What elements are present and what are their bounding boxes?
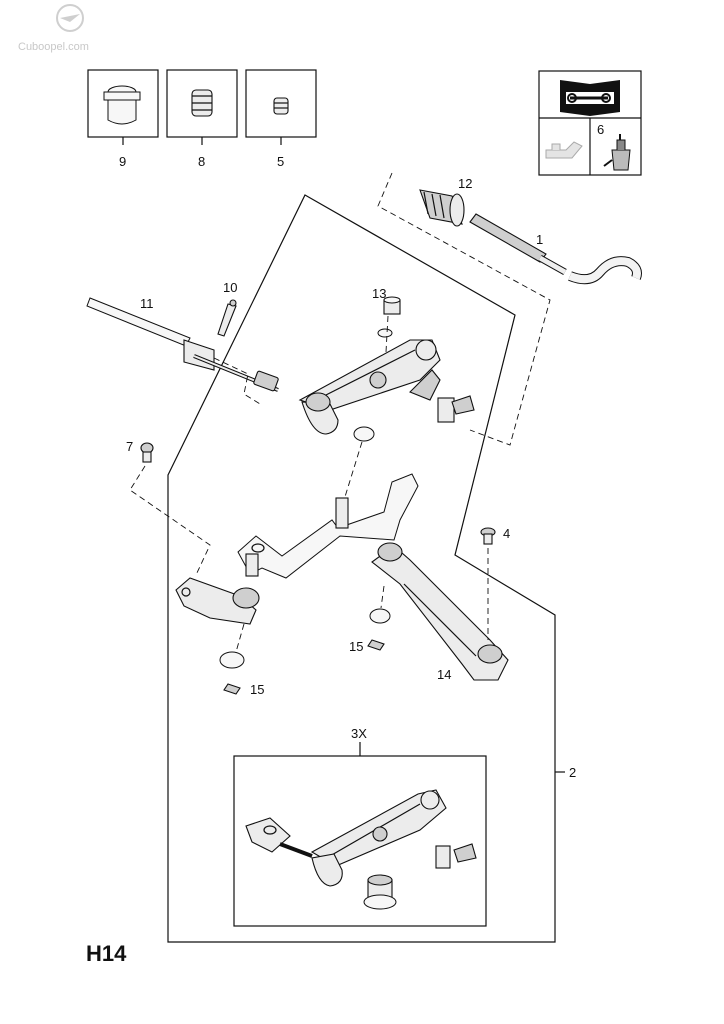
- watermark-text: Cuboopel.com: [18, 41, 89, 53]
- bushing-left[interactable]: [219, 651, 245, 669]
- part-box-8[interactable]: [166, 69, 238, 145]
- mounting-bracket[interactable]: [237, 473, 419, 579]
- callout-7: 7: [126, 439, 133, 454]
- callout-2: 2: [569, 765, 576, 780]
- part-4-screw[interactable]: [480, 527, 496, 545]
- detail-lever-assembly[interactable]: [245, 789, 477, 887]
- callout-10: 10: [223, 280, 237, 295]
- part-7-bolt[interactable]: [140, 442, 154, 463]
- left-mount[interactable]: [175, 577, 260, 625]
- upper-lever-assembly[interactable]: [298, 339, 475, 435]
- callout-9: 9: [119, 154, 126, 169]
- part-13-nut[interactable]: [377, 296, 401, 338]
- part-10-pin[interactable]: [217, 299, 237, 337]
- part-box-9[interactable]: [87, 69, 159, 145]
- bushing-right[interactable]: [369, 608, 391, 624]
- part-14-arm[interactable]: [371, 542, 509, 681]
- detail-nut[interactable]: [363, 874, 397, 910]
- oil-can-icon: [545, 141, 583, 159]
- grease-tube-icon: [603, 134, 631, 171]
- callout-8: 8: [198, 154, 205, 169]
- callout-6: 6: [597, 122, 604, 137]
- callout-14: 14: [437, 667, 451, 682]
- callout-4: 4: [503, 526, 510, 541]
- clip-15-left[interactable]: [223, 683, 241, 695]
- callout-15-right: 15: [349, 639, 363, 654]
- diagram-code: H14: [86, 941, 127, 966]
- part-12-boot[interactable]: [419, 189, 465, 227]
- bushing-upper[interactable]: [353, 426, 375, 442]
- part-1-cable[interactable]: [469, 213, 642, 285]
- callout-5: 5: [277, 154, 284, 169]
- callout-1: 1: [536, 232, 543, 247]
- callout-11: 11: [140, 296, 154, 311]
- part-11-rod[interactable]: [86, 297, 279, 392]
- callout-15-left: 15: [250, 682, 264, 697]
- assembly-outline-2: [167, 194, 556, 943]
- callout-13: 13: [372, 286, 386, 301]
- callout-12: 12: [458, 176, 472, 191]
- brand-logo: Cuboopel.com: [18, 4, 89, 53]
- part-box-5[interactable]: [245, 69, 317, 145]
- book-wrench-icon: [560, 80, 620, 116]
- reference-box: 6: [538, 70, 642, 176]
- clip-15-right[interactable]: [367, 639, 385, 651]
- callout-3x: 3X: [351, 726, 367, 741]
